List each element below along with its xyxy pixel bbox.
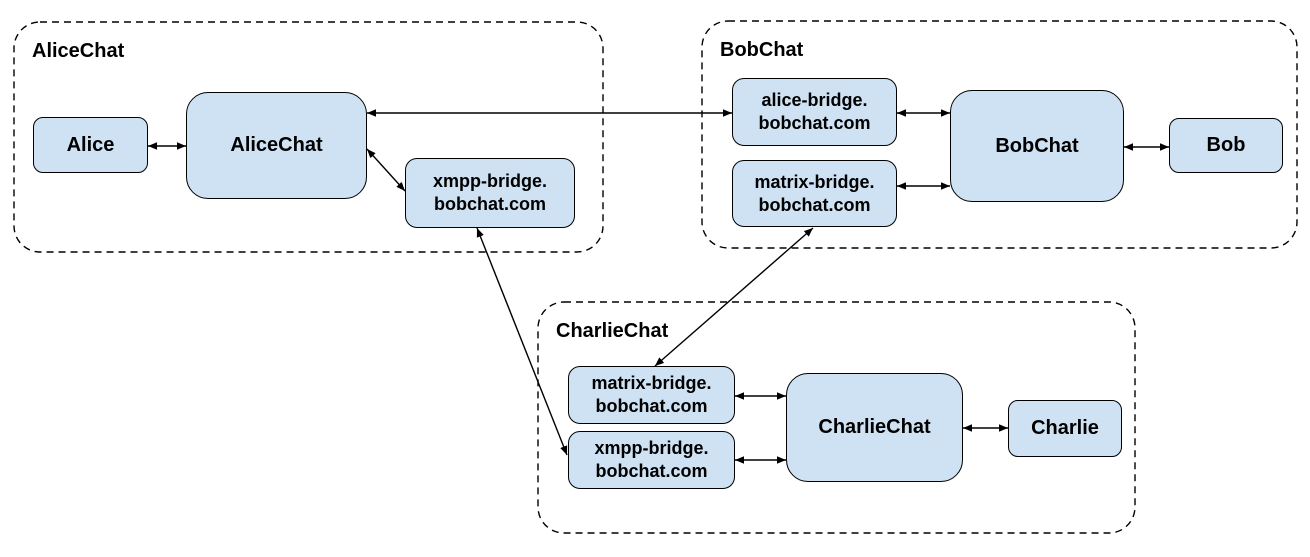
connector-alicechat-xmppbridge [366,148,406,192]
group-outline-bobchat [701,20,1298,249]
node-alicechat-server-label: AliceChat [230,134,323,156]
node-bob: Bob [1169,118,1283,173]
connector-xmppbridge-alice-to-charlie [476,227,568,456]
node-charliechat-server-label: CharlieChat [818,416,931,438]
bridge-line2: bobchat.com [595,396,708,416]
node-alice-bridge-bob: alice-bridge. bobchat.com [732,78,897,146]
node-bob-label: Bob [1206,134,1246,156]
group-outline-alicechat [13,21,604,253]
bridge-line1: matrix-bridge. [591,373,712,393]
node-bobchat-server-label: BobChat [995,134,1079,157]
node-alice-label: Alice [66,133,115,156]
node-matrix-bridge-bob: matrix-bridge. bobchat.com [732,160,897,227]
node-charlie: Charlie [1008,400,1122,457]
bridge-line2: bobchat.com [758,194,871,215]
node-charliechat-server: CharlieChat [786,373,963,482]
bridge-line1: xmpp-bridge. [594,438,709,458]
node-xmpp-bridge-charlie-label: xmpp-bridge. bobchat.com [594,437,708,483]
bridge-line1: alice-bridge. [761,90,868,110]
group-alicechat-title: AliceChat [32,40,125,62]
group-bobchat: BobChat [702,21,1297,248]
node-xmpp-bridge-alice-label: xmpp-bridge. bobchat.com [433,170,547,216]
group-charliechat: CharlieChat [538,302,1135,533]
node-matrix-bridge-charlie-label: matrix-bridge. bobchat.com [591,372,711,418]
node-xmpp-bridge-charlie: xmpp-bridge. bobchat.com [568,431,735,489]
bridge-line2: bobchat.com [595,461,708,481]
node-alice-bridge-bob-label: alice-bridge. bobchat.com [758,89,870,135]
group-bobchat-title: BobChat [720,39,804,61]
group-charliechat-title: CharlieChat [556,320,669,342]
node-bobchat-server: BobChat [950,90,1124,202]
group-alicechat: AliceChat [14,22,603,252]
connector-matrixbridge-bob-to-charlie [654,227,814,367]
node-alice: Alice [33,117,148,173]
node-xmpp-bridge-alice: xmpp-bridge. bobchat.com [405,158,575,228]
node-matrix-bridge-charlie: matrix-bridge. bobchat.com [568,366,735,424]
bridge-line2: bobchat.com [433,194,546,214]
bridge-line1: xmpp-bridge. [432,171,547,191]
bridge-line1: matrix-bridge. [754,171,875,192]
bridge-line2: bobchat.com [758,113,871,133]
node-matrix-bridge-bob-label: matrix-bridge. bobchat.com [754,171,874,217]
node-alicechat-server: AliceChat [186,92,367,199]
node-charlie-label: Charlie [1031,417,1099,439]
